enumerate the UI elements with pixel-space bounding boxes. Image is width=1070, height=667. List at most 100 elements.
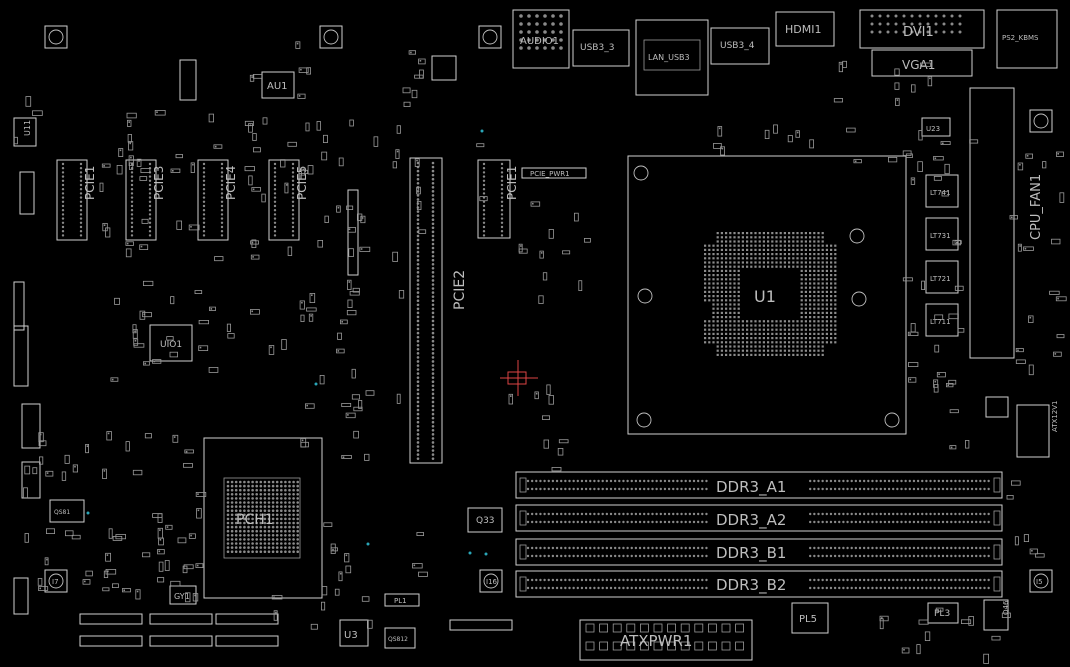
pcie-x1-pin	[202, 204, 206, 208]
cpu-pad	[704, 328, 707, 331]
ddr3-pin	[842, 512, 845, 516]
cpu-pad	[725, 295, 728, 298]
pcie-x16-pin	[416, 404, 420, 408]
ddr3-pin	[605, 586, 609, 590]
ddr3-pin	[551, 487, 555, 491]
pcie-x1-pin	[273, 175, 277, 178]
cpu-pad	[783, 240, 786, 243]
cpu-pad	[821, 278, 824, 281]
pcie-x16-pin	[431, 194, 435, 197]
pcie-x16-pin	[416, 222, 420, 226]
cpu-pad	[817, 337, 820, 340]
smd-part	[196, 508, 202, 519]
ddr3-pin	[601, 578, 604, 582]
ddr3-pin	[925, 586, 928, 590]
smd-part	[158, 561, 164, 572]
smd-part	[299, 300, 305, 310]
smd-pad	[348, 228, 351, 230]
smd-part	[910, 177, 916, 185]
atx-pin	[694, 641, 704, 651]
ddr3-pin	[975, 546, 978, 550]
ddr3-pin	[813, 479, 816, 483]
cpu-pad	[821, 269, 824, 272]
smd-part	[787, 135, 793, 143]
cpu-pad	[741, 353, 744, 356]
pcie-x16-pin	[416, 416, 420, 420]
ddr3-pin	[576, 586, 579, 590]
pch-ball	[251, 534, 254, 537]
smd-part	[139, 176, 148, 181]
cpu-pad	[809, 261, 812, 264]
audio-pin	[551, 22, 555, 26]
cpu-pad	[792, 341, 795, 344]
pch-ball	[284, 529, 287, 533]
cpu-pad	[762, 341, 765, 344]
cpu-pad	[813, 240, 816, 243]
cpu-pad	[779, 341, 782, 344]
ddr3-pin	[975, 586, 978, 590]
pch-ball	[243, 513, 246, 517]
cpu-pad	[741, 345, 744, 348]
cpu-pad	[725, 332, 728, 335]
cpu-pad	[712, 253, 715, 256]
cpu-pad	[779, 253, 782, 256]
ddr3-pin	[622, 479, 625, 483]
smd-components	[13, 41, 1067, 664]
smd-part	[364, 453, 370, 461]
pch-ball	[280, 529, 283, 533]
ddr3-pin	[867, 479, 870, 483]
cpu-pad	[720, 290, 723, 293]
pcie-x16-pin	[416, 392, 420, 396]
cpu-pad	[809, 345, 812, 348]
pcie-x1-pin	[202, 175, 206, 178]
pcie-x1-pin	[148, 217, 152, 220]
cpu-pad	[750, 349, 753, 352]
pch-ball	[267, 497, 271, 500]
ddr3-pin	[954, 578, 957, 582]
audio-pin	[535, 30, 539, 34]
audio-pin	[551, 14, 555, 18]
pcie-x16-pin	[431, 299, 435, 303]
dvi-pin	[918, 22, 922, 26]
pch-ball	[234, 509, 238, 512]
ddr3-pin	[933, 554, 936, 558]
ddr3-pin	[879, 554, 882, 558]
ddr3-pin	[925, 479, 928, 483]
cpu-pad	[746, 332, 749, 335]
cpu-pad	[800, 253, 803, 256]
cpu-pad	[712, 257, 715, 260]
ddr3-pin	[597, 512, 600, 516]
pch-ball	[275, 493, 279, 496]
cpu-pad	[771, 244, 774, 247]
lt731-label: LT731	[930, 232, 951, 240]
ddr3-pin	[829, 546, 833, 550]
pch-outline	[203, 437, 323, 599]
smd-part	[518, 248, 528, 254]
smd-part	[152, 513, 163, 518]
pch-ball	[234, 513, 238, 517]
pcie-x1-pin	[273, 183, 277, 187]
pl3-part	[927, 602, 959, 624]
smd-part	[833, 98, 843, 103]
pcie-x1-pin	[148, 192, 152, 195]
ddr3-pin	[580, 479, 584, 483]
pch-ball	[259, 534, 263, 537]
smd-part	[347, 299, 353, 308]
pcie-x1-pin	[500, 217, 504, 220]
pcie-x16-pin	[431, 315, 435, 319]
smd-part	[933, 379, 939, 388]
pch-ball	[239, 542, 242, 545]
pch-ball	[284, 521, 287, 525]
smd-part	[127, 119, 132, 127]
front-header-4	[79, 635, 143, 647]
ddr3-pin	[929, 487, 932, 491]
ddr3-pin	[829, 586, 833, 590]
smd-part	[1053, 351, 1062, 357]
ddr3-pin	[962, 512, 965, 516]
ddr3-pin	[954, 586, 957, 590]
ddr3-pin	[626, 479, 629, 483]
ddr3-pin	[900, 520, 903, 524]
pch-ball	[247, 513, 250, 517]
ddr3-pin	[896, 554, 899, 558]
smd-part	[176, 220, 183, 230]
